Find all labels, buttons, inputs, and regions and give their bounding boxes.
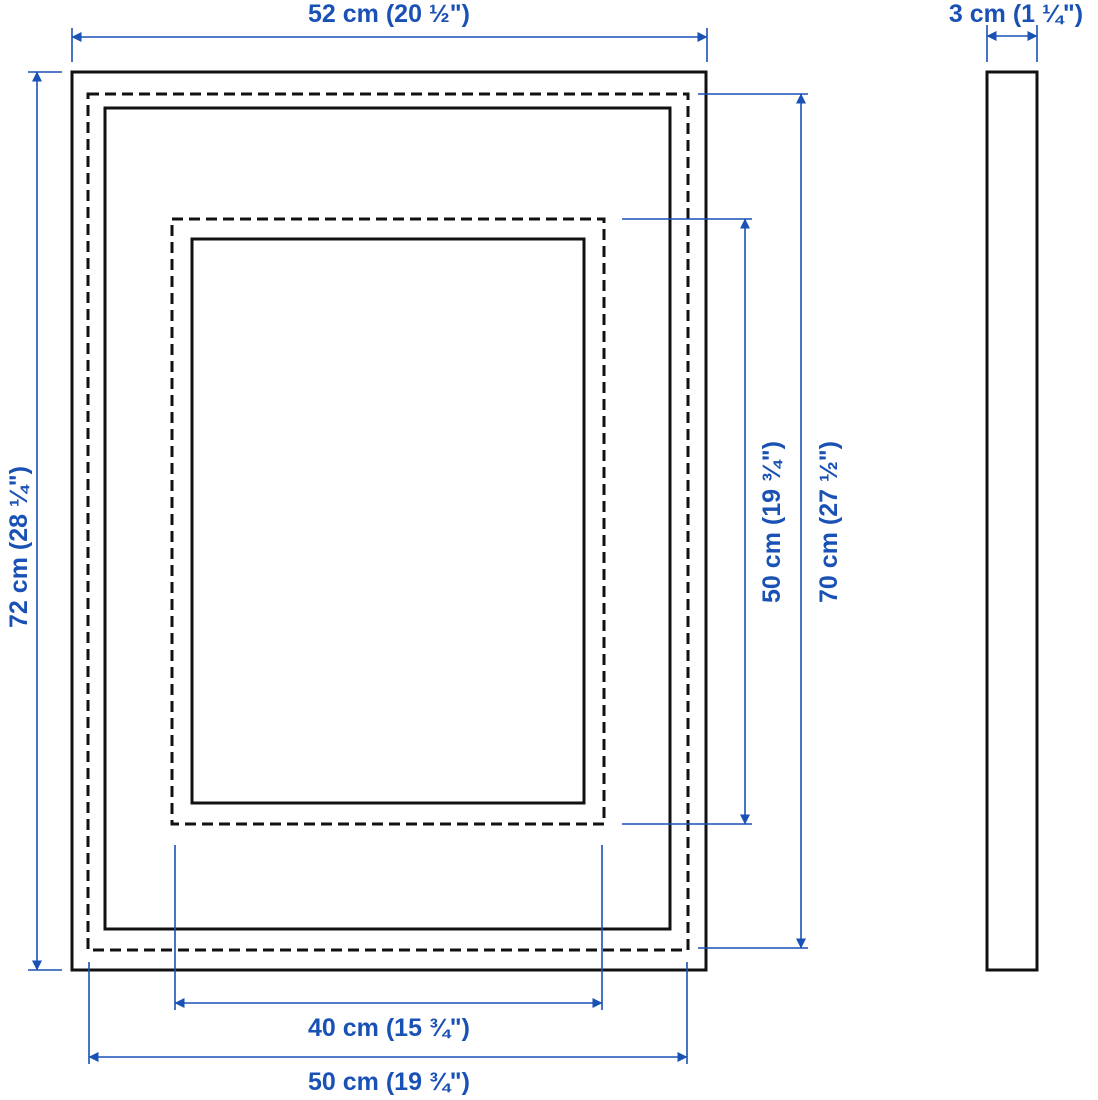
dimension-labels: 52 cm (20 ½") 3 cm (1 ¼") 72 cm (28 ¼") … — [5, 0, 1083, 1096]
depth-label: 3 cm (1 ¼") — [949, 0, 1083, 28]
mat-window-edge — [190, 237, 586, 805]
opening-width-label: 50 cm (19 ¾") — [308, 1068, 470, 1096]
outer-height-label: 72 cm (28 ¼") — [5, 466, 33, 628]
outer-frame-edge — [70, 70, 708, 972]
frame-opening-dashed — [86, 92, 690, 952]
dimension-lines — [28, 25, 1038, 1064]
mat-outer-edge — [103, 106, 672, 931]
picture-width-label: 40 cm (15 ¾") — [308, 1014, 470, 1042]
picture-area-dashed — [170, 217, 606, 826]
outer-width-label: 52 cm (20 ½") — [308, 0, 470, 28]
frame-side-view — [985, 70, 1039, 972]
opening-height-label: 70 cm (27 ½") — [815, 441, 843, 603]
picture-height-label: 50 cm (19 ¾") — [758, 441, 786, 603]
frame-front-view — [70, 70, 708, 972]
